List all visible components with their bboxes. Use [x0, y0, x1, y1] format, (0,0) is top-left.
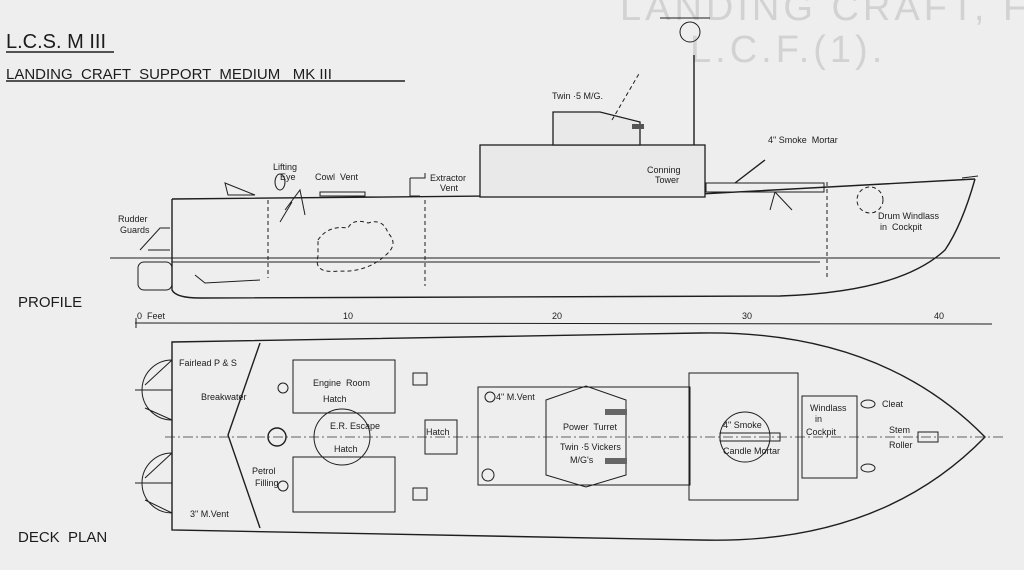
drawing-line [277, 382, 289, 394]
engine-room-hatch-lower [292, 456, 396, 513]
cowl-vent-icon [279, 188, 306, 223]
vickers-barrel [605, 409, 627, 415]
breakwater [227, 342, 261, 529]
label-twin-mg: Twin ·5 M/G. [552, 91, 603, 101]
profile-heading: PROFILE [18, 294, 82, 311]
label-hatch: Hatch [426, 427, 450, 437]
scale-tick: 30 [742, 311, 752, 321]
scale-tick: 40 [934, 311, 944, 321]
drawing-line: Twin ·5 Vickers [560, 442, 621, 452]
label-power-turret: Power Turret [563, 422, 618, 432]
vent-icon [412, 487, 428, 501]
label-cowl-vent: Cowl Vent [315, 172, 359, 182]
profile-view: Rudder Guards Lifting Eye Cowl Vent Extr… [18, 17, 1000, 311]
ghost-title-1: LANDING CRAFT, FLAK. [620, 0, 1024, 29]
foredeck-housing [705, 182, 825, 193]
anchor-icon [769, 191, 793, 211]
searchlight-icon [679, 21, 701, 43]
label-3in-vent: 3" M.Vent [190, 509, 229, 519]
propeller-icon [194, 274, 261, 284]
gun-housing [552, 111, 641, 146]
drawing-line: Filling [255, 478, 279, 488]
extractor-vent-icon [409, 173, 426, 197]
er-escape-hatch [313, 408, 371, 466]
vickers-barrel [605, 458, 627, 464]
breakwater-profile [224, 182, 256, 196]
mortar-platform [688, 372, 799, 501]
drawing-line: in [815, 414, 822, 424]
drawing-line [134, 322, 993, 325]
lifting-eye-icon [274, 173, 286, 191]
cleat-icon [860, 399, 876, 409]
drawing-line [484, 391, 496, 403]
drum-windlass-icon [856, 186, 884, 214]
drawing-title: L.C.S. M III [6, 31, 106, 53]
drawing-line: Guards [120, 225, 150, 235]
label-candle-mortar: 4" Smoke [723, 420, 762, 430]
deck-plan-heading: DECK PLAN [18, 529, 107, 546]
label-rudder-guards: Rudder [118, 214, 148, 224]
rudder-guards-icon [139, 227, 170, 251]
scale-label: 0 Feet [137, 311, 166, 321]
vent-icon [412, 372, 428, 386]
drawing-line: Cockpit [806, 427, 837, 437]
label-drum-windlass: Drum Windlass [878, 211, 940, 221]
scale-bar: 0 Feet 10 20 30 40 [134, 311, 993, 328]
windlass-cockpit [801, 395, 858, 479]
hull-outline [171, 178, 976, 299]
drawing-line: Candle Mortar [723, 446, 780, 456]
smoke-mortar-barrel [734, 159, 766, 184]
candle-mortar-barrel [719, 432, 781, 442]
cleat-icon [860, 463, 876, 473]
deck-plan-view: Fairlead P & S Breakwater Petrol Filling… [18, 332, 1005, 546]
deck-outline [171, 332, 986, 541]
drawing-subtitle: LANDING CRAFT SUPPORT MEDIUM MK III [6, 66, 332, 83]
drawing-line: Eye [280, 172, 296, 182]
label-windlass: Windlass [810, 403, 847, 413]
drawing-line [319, 191, 366, 197]
drawing-line: Hatch [334, 444, 358, 454]
label-petrol-filling: Petrol [252, 466, 276, 476]
hatch-round [267, 427, 287, 447]
drawing-line: Hatch [323, 394, 347, 404]
drawing-line: Vent [440, 183, 459, 193]
label-breakwater: Breakwater [201, 392, 247, 402]
rudder-guard [137, 261, 173, 291]
drawing-line: M/G's [570, 455, 594, 465]
label-lifting-eye: Lifting [273, 162, 297, 172]
label-cleat: Cleat [882, 399, 904, 409]
conning-tower [479, 144, 706, 198]
fairlead-wheel-upper [135, 359, 173, 421]
fairlead-wheel-lower [135, 452, 173, 514]
label-fairlead: Fairlead P & S [179, 358, 237, 368]
hatch [424, 419, 458, 455]
label-stem-roller: Stem [889, 425, 910, 435]
scale-tick: 10 [343, 311, 353, 321]
drawing-line: Roller [889, 440, 913, 450]
drawing-line [277, 480, 289, 492]
label-4in-vent: 4" M.Vent [496, 392, 535, 402]
engine-room-hatch [292, 359, 396, 414]
label-er-escape: E.R. Escape [330, 421, 380, 431]
drawing-line: in Cockpit [880, 222, 923, 232]
label-engine-room-hatch: Engine Room [313, 378, 370, 388]
power-turret [545, 385, 627, 488]
drawing-line: Tower [655, 175, 679, 185]
ghost-title-2: L.C.F.(1). [690, 29, 886, 71]
drawing-line [961, 175, 979, 179]
drawing-line [481, 468, 495, 482]
drawing-line [267, 182, 828, 286]
gun-barrel-raised [611, 71, 641, 121]
stem-roller-icon [917, 431, 939, 443]
label-extractor-vent: Extractor [430, 173, 466, 183]
crew-figure-outline [316, 220, 394, 272]
label-conning-tower: Conning [647, 165, 681, 175]
label-smoke-mortar: 4" Smoke Mortar [768, 135, 838, 145]
scale-tick: 20 [552, 311, 562, 321]
gun-barrel [632, 124, 644, 129]
